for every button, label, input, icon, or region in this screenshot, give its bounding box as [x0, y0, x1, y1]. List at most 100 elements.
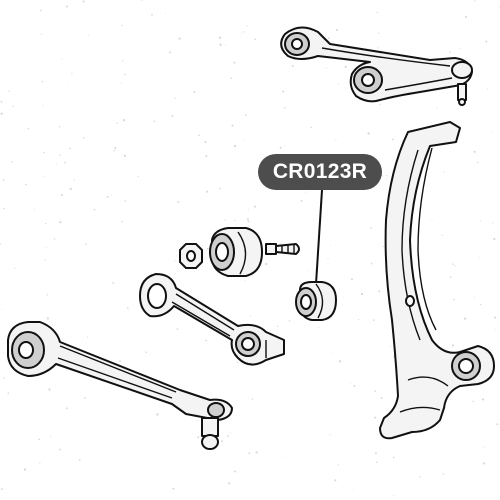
speckle-dot [45, 223, 47, 225]
speckle-dot [137, 175, 139, 177]
speckle-dot [342, 297, 344, 298]
speckle-dot [483, 446, 485, 448]
speckle-dot [451, 344, 455, 347]
speckle-dot [25, 183, 27, 186]
speckle-dot [111, 194, 113, 196]
speckle-dot [65, 5, 68, 8]
speckle-dot [486, 88, 488, 90]
speckle-dot [374, 452, 377, 455]
speckle-dot [116, 122, 119, 124]
speckle-dot [357, 318, 360, 321]
speckle-dot [464, 15, 467, 18]
speckle-dot [391, 138, 394, 141]
speckle-dot [219, 43, 222, 46]
tension-strut [139, 273, 285, 366]
speckle-dot [374, 416, 377, 419]
speckle-dot [48, 388, 51, 391]
speckle-dot [442, 473, 445, 475]
speckle-dot [349, 382, 351, 384]
speckle-dot [8, 90, 10, 92]
speckle-dot [352, 489, 354, 490]
speckle-dot [41, 80, 44, 83]
speckle-dot [454, 265, 456, 267]
speckle-dot [458, 47, 461, 49]
speckle-dot [310, 126, 312, 129]
speckle-dot [306, 269, 308, 271]
speckle-dot [250, 315, 252, 317]
speckle-dot [485, 40, 488, 43]
speckle-dot [332, 351, 334, 353]
speckle-dot [197, 420, 199, 421]
speckle-dot [38, 438, 41, 441]
speckle-dot [483, 462, 486, 465]
speckle-dot [229, 432, 231, 434]
speckle-dot [231, 124, 234, 127]
speckle-dot [124, 200, 127, 202]
speckle-dot [7, 395, 9, 397]
speckle-dot [169, 51, 171, 54]
speckle-dot [40, 9, 42, 12]
speckle-dot [327, 258, 329, 260]
speckle-dot [247, 209, 249, 211]
speckle-dot [372, 319, 375, 321]
speckle-dot [284, 145, 286, 147]
speckle-dot [58, 126, 61, 128]
speckle-dot [385, 175, 388, 177]
speckle-dot [441, 234, 443, 236]
speckle-dot [374, 390, 377, 393]
speckle-dot [116, 335, 119, 337]
speckle-dot [206, 247, 209, 250]
speckle-dot [246, 218, 249, 221]
speckle-dot [476, 161, 479, 164]
speckle-dot [233, 144, 237, 148]
speckle-dot [360, 292, 364, 296]
speckle-dot [11, 161, 13, 163]
speckle-dot [367, 132, 370, 135]
speckle-dot [452, 263, 454, 265]
speckle-dot [300, 199, 303, 202]
speckle-dot [443, 171, 445, 173]
speckle-dot [69, 187, 72, 191]
speckle-dot [496, 423, 499, 426]
speckle-dot [224, 219, 227, 221]
speckle-dot [248, 452, 251, 455]
bushing-large [209, 227, 263, 277]
speckle-dot [67, 81, 69, 83]
speckle-dot [436, 107, 438, 109]
speckle-dot [121, 220, 123, 223]
speckle-dot [370, 262, 373, 265]
speckle-dot [233, 470, 236, 473]
speckle-dot [1, 488, 3, 491]
speckle-dot [481, 398, 485, 401]
speckle-dot [112, 281, 115, 284]
speckle-dot [337, 464, 339, 466]
speckle-dot [93, 208, 96, 211]
highlighted-bushing [295, 281, 337, 321]
speckle-dot [350, 278, 353, 281]
speckle-dot [276, 325, 279, 327]
speckle-dot [84, 397, 86, 399]
speckle-dot [377, 47, 379, 49]
speckle-dot [473, 297, 475, 299]
speckle-dot [65, 407, 68, 410]
speckle-dot [122, 60, 124, 62]
speckle-dot [177, 200, 180, 203]
speckle-dot [3, 207, 5, 210]
speckle-dot [114, 146, 117, 150]
speckle-dot [3, 377, 5, 379]
speckle-dot [198, 134, 200, 137]
speckle-dot [39, 462, 41, 464]
speckle-dot [480, 303, 482, 306]
speckle-dot [64, 161, 66, 164]
speckle-dot [151, 13, 153, 16]
speckle-dot [78, 459, 81, 461]
speckle-dot [33, 209, 35, 210]
speckle-dot [379, 103, 381, 106]
speckle-dot [43, 151, 45, 154]
speckle-dot [335, 28, 339, 32]
speckle-dot [233, 61, 236, 64]
speckle-dot [123, 154, 126, 157]
speckle-dot [255, 451, 258, 454]
speckle-dot [245, 114, 247, 116]
